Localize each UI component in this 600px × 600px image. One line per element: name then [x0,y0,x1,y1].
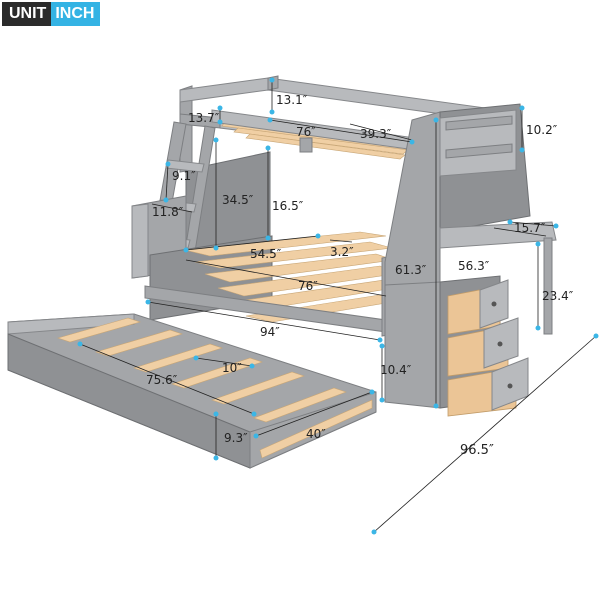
dim-slat-gap: 3.2″ [330,245,354,259]
dim-upper-clearance: 34.5″ [222,193,254,207]
dim-desk-width: 56.3″ [458,259,490,273]
dim-trundle-width: 40″ [306,427,326,441]
dim-trundle-length: 75.6″ [146,373,178,387]
dim-guardrail-height: 13.1″ [276,93,308,107]
dim-overall-height: 61.3″ [395,263,427,277]
dim-bottom-width: 54.5″ [250,247,282,261]
trundle-slats [56,317,373,459]
dim-top-bunk-gap: 16.5″ [272,199,304,213]
right-tower [384,103,557,417]
dimension-dots [77,77,599,535]
bottom-bunk [144,231,395,337]
dim-top-length: 76″ [296,125,316,139]
dim-overall-length: 94″ [260,325,280,339]
dim-bottom-length: 76″ [298,279,318,293]
drawers [447,279,529,417]
unit-label: UNIT [2,2,52,26]
dim-desk-depth: 15.7″ [514,221,546,235]
trundle [7,313,377,469]
dim-trundle-side: 9.3″ [224,431,248,445]
dim-overall-depth: 96.5″ [460,443,494,458]
dim-trundle-slat-gap: 10″ [222,361,242,375]
dimension-labels: 13.1″ 13.7″ 76″ 39.3″ 10.2″ 9.1″ 34.5″ 1… [146,93,574,458]
inch-label: INCH [51,2,101,26]
unit-badge: UNIT INCH [2,2,101,26]
bottom-slats [184,231,395,323]
dim-ladder-top: 13.7″ [188,111,220,125]
dim-desk-height: 23.4″ [542,289,574,303]
dim-ladder-width: 11.8″ [152,205,184,219]
dim-top-width: 39.3″ [360,127,392,141]
dim-ladder-step: 9.1″ [172,169,196,183]
dimension-lines [79,80,597,533]
dim-trundle-clearance: 10.4″ [380,363,412,377]
dim-shelf-height: 10.2″ [526,123,558,137]
